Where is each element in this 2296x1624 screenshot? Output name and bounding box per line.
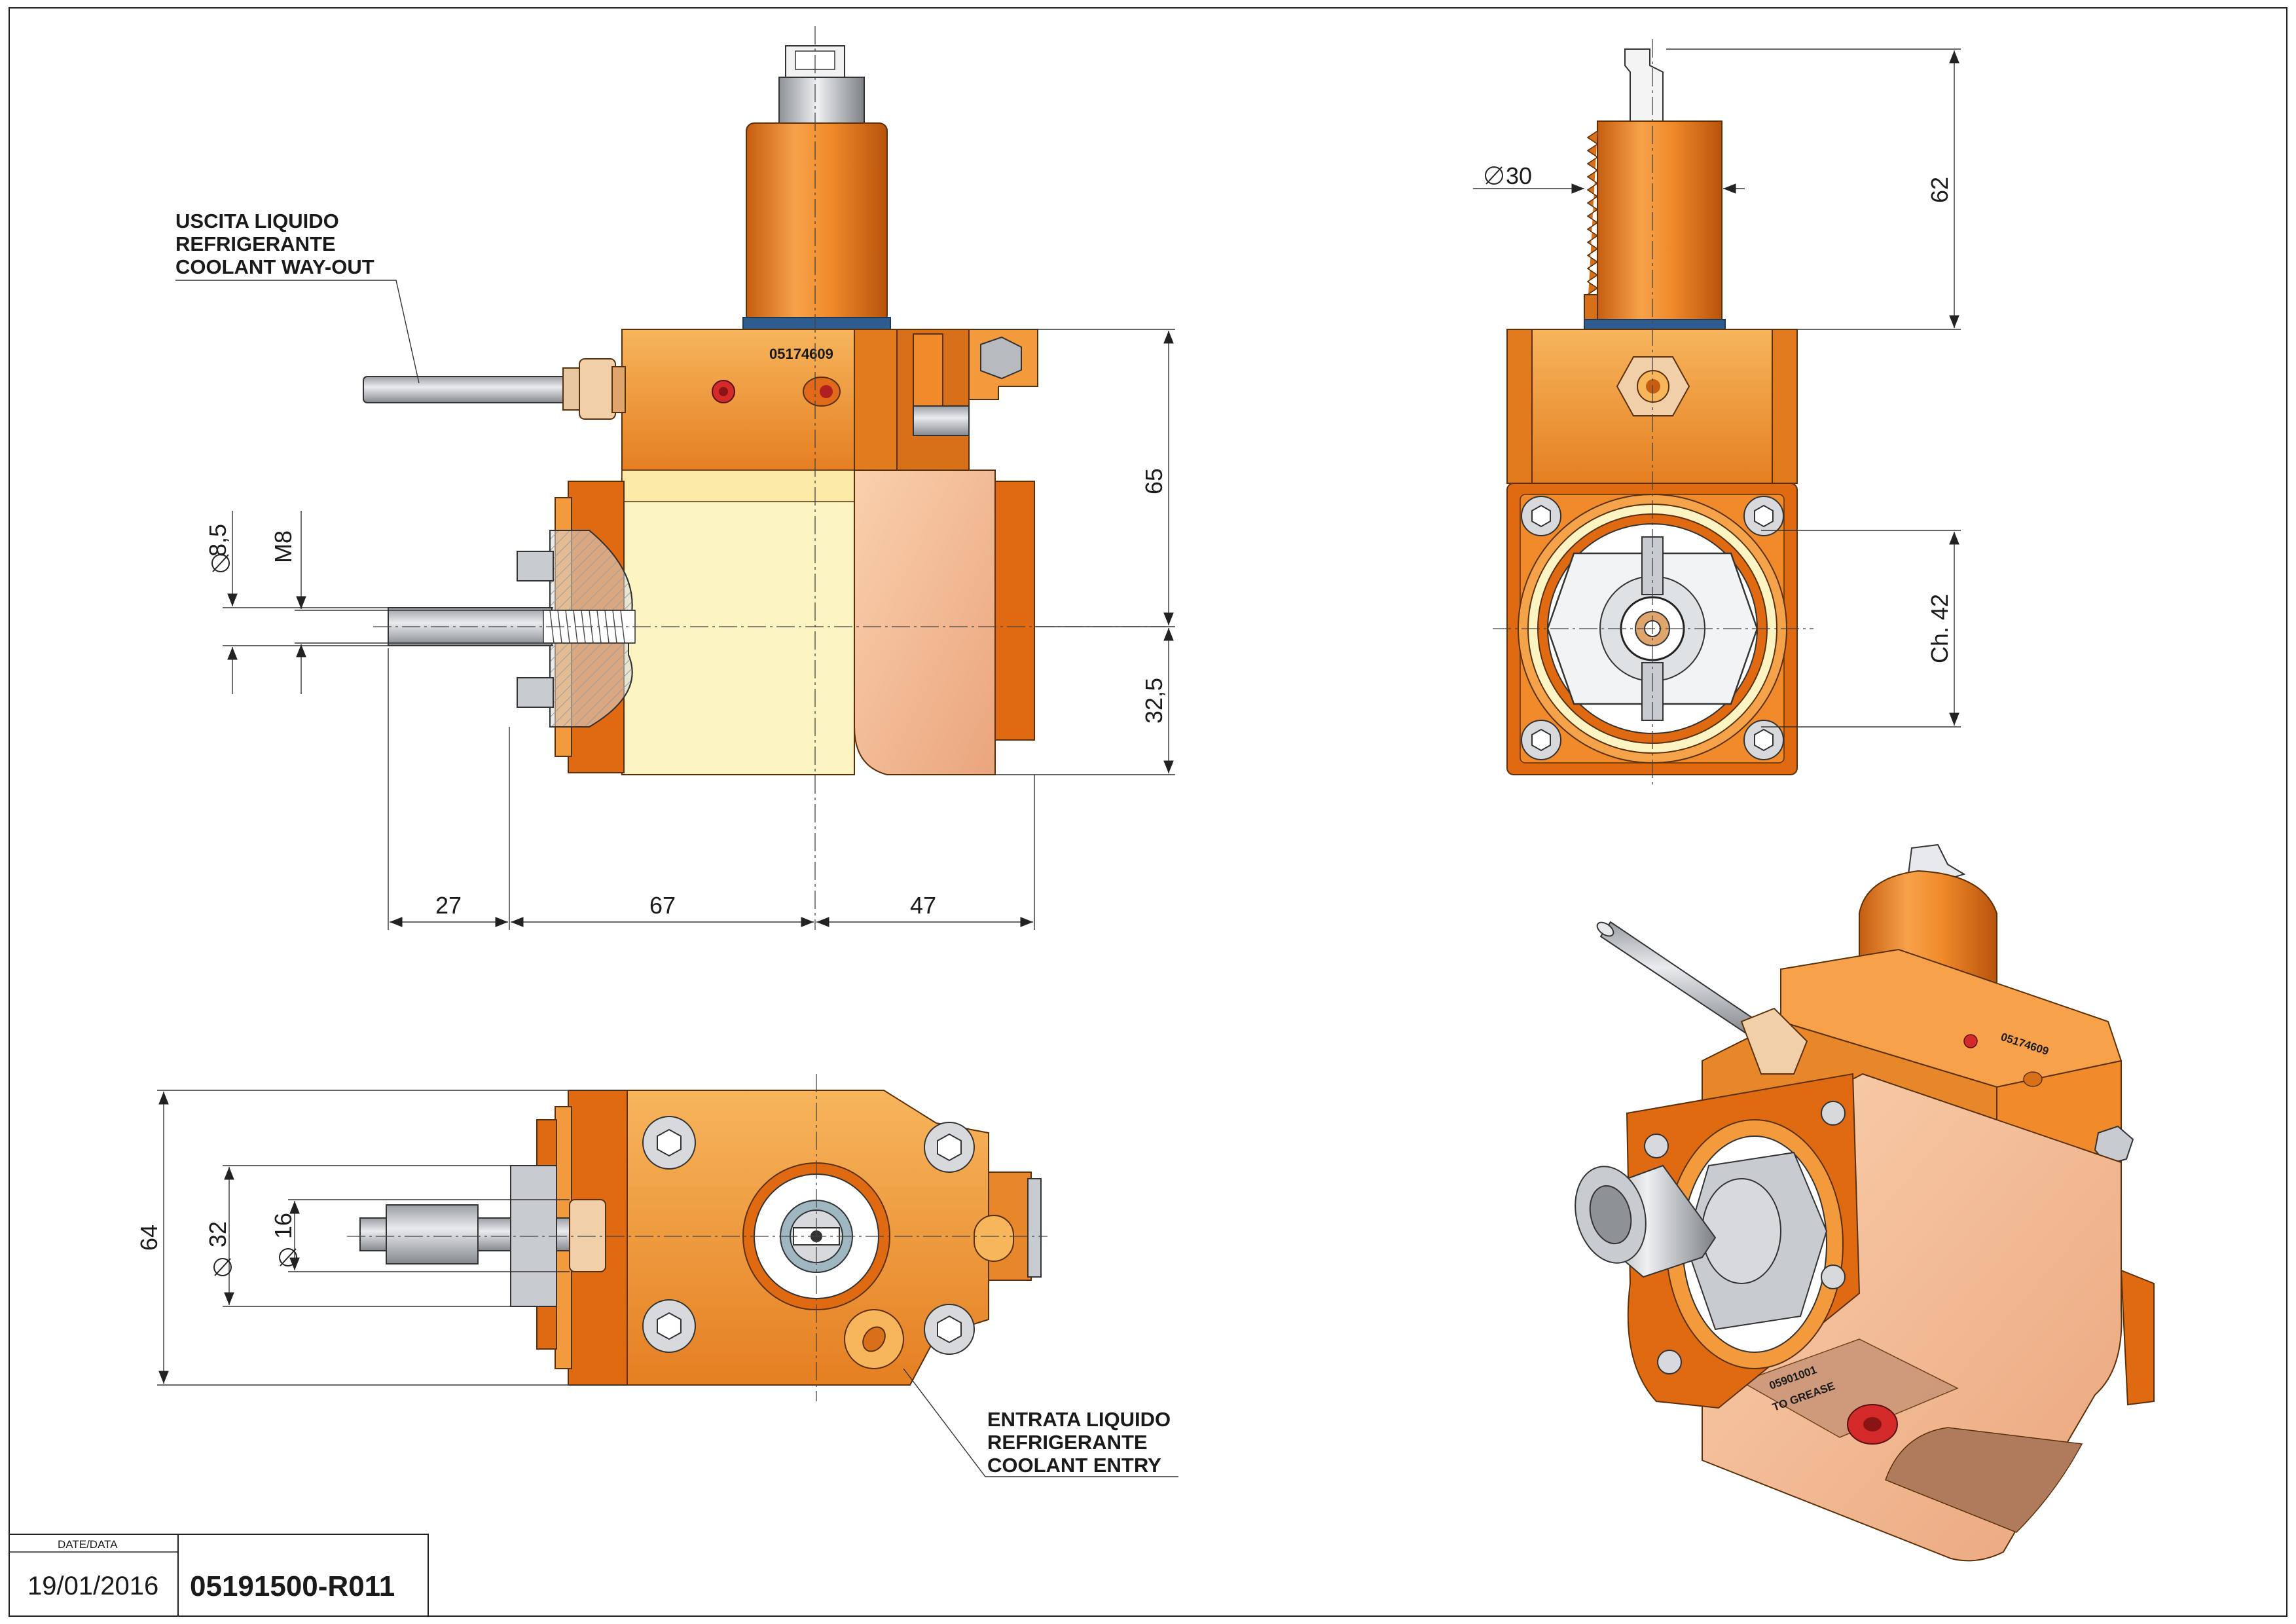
front-dim-len-c: 47 xyxy=(910,892,936,919)
front-seal-ring xyxy=(742,317,891,330)
side-spindle-housing xyxy=(1597,120,1722,322)
front-upper-block xyxy=(621,329,898,471)
top-dim-dia-outer: 32 xyxy=(204,1221,232,1276)
coolant-in-note-line-2: REFRIGERANTE xyxy=(987,1431,1148,1454)
front-dim-thread: M8 xyxy=(270,530,297,563)
front-spindle-housing xyxy=(746,122,888,323)
title-block: DATE/DATA 19/01/2016 05191500-R011 xyxy=(9,1534,429,1617)
title-date-label: DATE/DATA xyxy=(58,1538,118,1551)
coolant-in-note-line-3: COOLANT ENTRY xyxy=(987,1454,1161,1477)
side-dim-dia-shaft: 30 xyxy=(1485,162,1532,189)
front-dim-len-b: 67 xyxy=(649,892,676,919)
title-drawing-code: 05191500-R011 xyxy=(190,1570,395,1602)
front-coolant-pipe xyxy=(363,376,574,403)
top-dim-dia-inner: 16 xyxy=(270,1213,297,1266)
svg-text:32: 32 xyxy=(204,1221,231,1247)
title-date: 19/01/2016 xyxy=(27,1572,158,1600)
side-view: 62 Ch. 42 30 xyxy=(1473,39,1961,786)
front-part-code-tag: 05174609 xyxy=(769,346,833,362)
svg-text:16: 16 xyxy=(270,1213,297,1239)
iso-coolant-pipe xyxy=(1599,921,1759,1036)
front-lower-body-peach xyxy=(854,470,996,775)
top-view: 64 32 16 ENTRATA LIQUIDO REFRIGERANTE CO… xyxy=(136,1074,1178,1477)
front-view: 05174609 xyxy=(175,26,1175,930)
sheet-border xyxy=(9,7,2287,1617)
top-dim-width: 64 xyxy=(136,1225,162,1251)
front-dim-height-upper: 65 xyxy=(1140,468,1167,494)
front-dim-height-lower: 32,5 xyxy=(1140,678,1167,724)
isometric-view: 05174609 05901001 TO GREASE xyxy=(1575,843,2155,1562)
side-seal-ring xyxy=(1584,319,1726,330)
svg-text:30: 30 xyxy=(1506,162,1532,189)
side-dim-hex: Ch. 42 xyxy=(1926,594,1953,663)
front-lower-body-cream xyxy=(621,470,855,775)
front-dim-dia-hole: 8,5 xyxy=(204,524,231,572)
coolant-out-note-line-2: REFRIGERANTE xyxy=(175,232,336,255)
coolant-out-note-line-3: COOLANT WAY-OUT xyxy=(175,255,374,278)
front-dim-len-a: 27 xyxy=(435,892,462,919)
coolant-in-note-line-1: ENTRATA LIQUIDO xyxy=(987,1408,1171,1431)
front-spindle-shaft xyxy=(778,77,865,127)
svg-text:8,5: 8,5 xyxy=(204,524,231,557)
coolant-out-note-line-1: USCITA LIQUIDO xyxy=(175,210,339,232)
side-dim-height-shaft: 62 xyxy=(1926,177,1953,203)
